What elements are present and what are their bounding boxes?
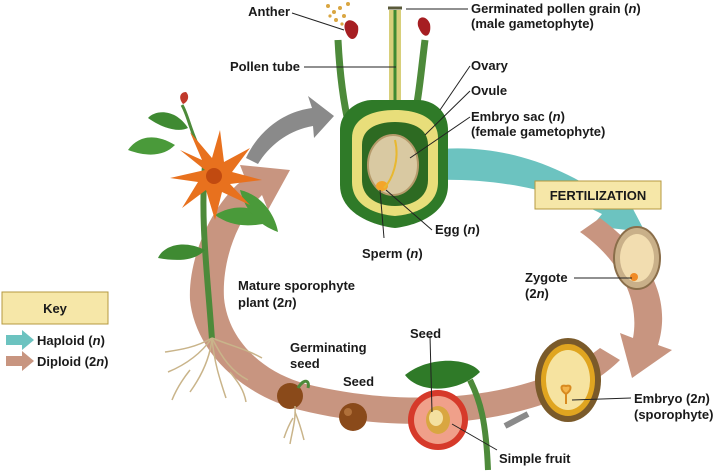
diploid-key-arrow [6,351,34,371]
mature-sporophyte-plant [128,92,278,403]
female-gametophyte-label: (female gametophyte) [471,124,605,139]
fertilization-box [534,180,662,210]
embryo-illustration [503,338,601,429]
egg-label: Egg (n) [435,222,480,237]
mature-sporophyte-plant-label: plant (2n) [238,295,297,310]
germinating-seed-label: Germinating [290,340,367,355]
zygote-illustration [613,226,661,290]
key-title: Key [43,301,68,316]
germinating-seed-illustration [277,379,310,445]
zygote-label: Zygote [525,270,568,285]
male-gametophyte-label: (male gametophyte) [471,16,594,31]
zygote-ploidy-label: (2n) [525,286,549,301]
fertilization-label: FERTILIZATION [550,188,647,203]
embryo-sac-label: Embryo sac (n) [471,109,565,124]
mature-sporophyte-label: Mature sporophyte [238,278,355,293]
haploid-key-label: Haploid (n) [37,333,105,348]
flower-cross-section [326,2,448,228]
pollen-tube-label: Pollen tube [230,59,300,74]
anther-label: Anther [248,4,290,19]
germinating-seed-label-2: seed [290,356,320,371]
diploid-arrow-right [580,218,672,378]
seed-label-left: Seed [343,374,374,389]
diploid-key-label: Diploid (2n) [37,354,109,369]
ovule-label: Ovule [471,83,507,98]
ovary-label: Ovary [471,58,509,73]
seed-illustration [339,403,367,431]
germinated-pollen-label: Germinated pollen grain (n) [471,1,641,16]
seed-label-top: Seed [410,326,441,341]
haploid-key-arrow [6,330,34,350]
simple-fruit-illustration [405,360,491,471]
leader-lines [291,8,632,451]
simple-fruit-label: Simple fruit [499,451,571,466]
key-box [1,291,109,325]
sporophyte-label: (sporophyte) [634,407,713,422]
pollination-arrow [246,96,334,164]
sperm-label: Sperm (n) [362,246,423,261]
embryo-label: Embryo (2n) [634,391,710,406]
haploid-arrow [430,148,645,232]
